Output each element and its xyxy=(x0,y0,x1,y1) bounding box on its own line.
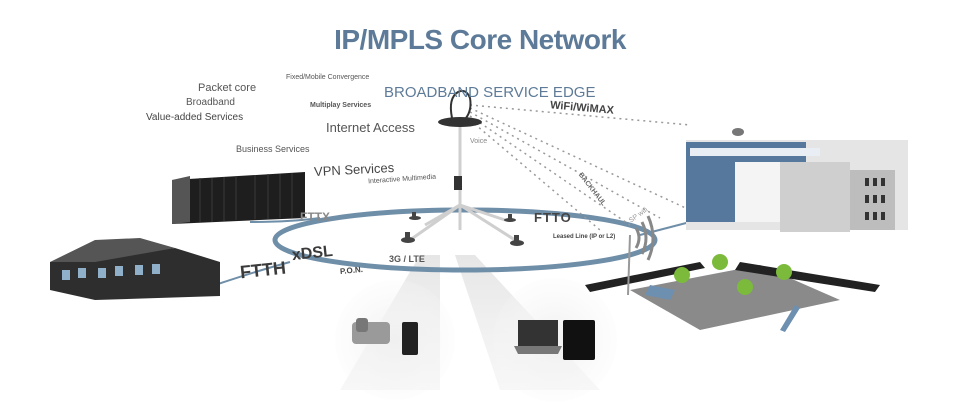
wifi-waves xyxy=(634,215,655,261)
laptop xyxy=(514,320,562,354)
houses xyxy=(50,238,220,300)
label-broadband-edge: BROADBAND SERVICE EDGE xyxy=(384,84,596,101)
tower-box xyxy=(454,176,462,190)
label-3g-lte: 3G / LTE xyxy=(389,254,425,264)
ftto-link xyxy=(639,221,691,236)
ftth-link xyxy=(214,261,291,286)
datacenter xyxy=(172,172,305,224)
fttx-link xyxy=(249,217,321,223)
page-title: IP/MPLS Core Network xyxy=(334,24,626,55)
label-multiplay: Multiplay Services xyxy=(310,102,372,109)
label-leased-line: Leased Line (IP or L2) xyxy=(553,234,616,240)
tower-dish xyxy=(438,117,482,127)
voice-device-spot xyxy=(335,280,455,400)
label-ftto: FTTO xyxy=(534,210,572,225)
tower-antenna xyxy=(449,89,472,119)
label-packet-core: Packet core xyxy=(198,82,257,94)
smartphone xyxy=(402,322,418,355)
label-broadband: Broadband xyxy=(186,97,235,108)
label-voice: Voice xyxy=(470,138,488,145)
label-business: Business Services xyxy=(236,144,310,154)
label-fttx: FTTX xyxy=(300,210,330,224)
core-ring xyxy=(272,207,658,273)
office-building xyxy=(686,128,908,232)
label-fixed-mobile: Fixed/Mobile Convergence xyxy=(286,74,370,81)
plaza xyxy=(585,254,880,332)
desk-phone xyxy=(352,318,390,344)
wireless-links xyxy=(469,104,691,231)
label-internet-access: Internet Access xyxy=(326,120,415,135)
label-value-added: Value-added Services xyxy=(146,112,244,123)
tablet xyxy=(563,320,595,360)
tower xyxy=(409,125,516,242)
ring-nodes xyxy=(401,212,524,246)
wifi-pole xyxy=(627,234,631,296)
